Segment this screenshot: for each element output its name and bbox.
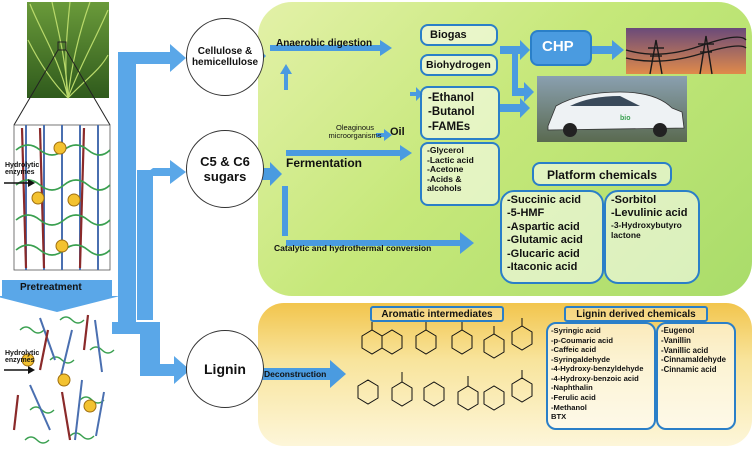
lignin-chemical-item: -4-Hydroxy-benzoic acid: [551, 373, 639, 383]
lignin-node: Lignin: [186, 330, 264, 408]
oleaginous-microorganisms-label: Oleaginous microorganisms: [328, 123, 382, 141]
platform-chemicals-left-box: -Succinic acid -5-HMF -Aspartic acid -Gl…: [500, 190, 604, 284]
deconstruction-arrow: [262, 360, 346, 388]
lignin-chemical-item: -Vanillin: [661, 335, 691, 345]
biohydrogen-box: Biohydrogen: [420, 54, 498, 76]
fiber-column-illustration: [13, 124, 111, 271]
hydrolytic-arrowhead-top: [28, 179, 35, 187]
fermentation-label: Fermentation: [286, 156, 363, 170]
enzyme-icons: [31, 141, 81, 253]
lignin-chemical-item: -Syringic acid: [551, 326, 601, 335]
platform-chemical-item: -3-Hydroxybutyro lactone: [611, 219, 682, 240]
ferm-product-item: -Acids & alcohols: [427, 173, 462, 194]
platform-chemical-item: -5-HMF: [507, 207, 545, 220]
lignin-chemical-item: -4-Hydroxy-benzyldehyde: [551, 364, 644, 374]
ferm-product-item: -Glycerol: [427, 145, 464, 155]
fermentation-products-box: -Glycerol -Lactic acid -Acetone -Acids &…: [420, 142, 500, 206]
platform-chemicals-right-box: -Sorbitol -Levulinic acid -3-Hydroxybuty…: [604, 190, 700, 284]
platform-chemical-item: -Sorbitol: [611, 194, 657, 206]
platform-chemical-item: -Itaconic acid: [507, 261, 578, 274]
oil-label: Oil: [390, 126, 405, 138]
zoom-line-left: [13, 49, 59, 126]
aromatic-intermediates-title: Aromatic intermediates: [370, 306, 504, 322]
catalytic-conversion-label: Catalytic and hydrothermal conversion: [274, 243, 432, 253]
lignin-derived-chemicals-title: Lignin derived chemicals: [564, 306, 708, 322]
svg-text:bio: bio: [620, 115, 631, 122]
lignin-chemical-item: -Naphthalin: [551, 383, 593, 393]
zoom-line-right: [65, 49, 111, 126]
lignin-chemical-item: -Methanol: [551, 402, 587, 412]
biogas-box: Biogas: [420, 24, 498, 46]
pretreatment-arrow: [0, 280, 120, 312]
lignin-chemical-item: -Vanillic acid: [661, 345, 709, 355]
grass-photo: [27, 1, 109, 99]
hydrolytic-arrowhead-bottom: [28, 366, 35, 374]
c5-c6-sugars-node: C5 & C6 sugars: [186, 130, 264, 208]
platform-chemical-item: -Aspartic acid: [507, 220, 580, 233]
lignin-chemical-item: -Cinnamaldehyde: [661, 355, 726, 365]
ferm-product-item: -Lactic acid: [427, 154, 474, 165]
chp-box: CHP: [530, 30, 592, 66]
lignin-chemical-item: -Caffeic acid: [551, 345, 597, 355]
power-lines-photo: [625, 28, 747, 75]
lignin-chemical-item: -p-Coumaric acid: [551, 335, 614, 345]
hydrolytic-enzymes-label-bottom: Hydrolytic enzymes: [5, 350, 40, 364]
scattered-fibres-illustration: [12, 314, 115, 444]
trunk-arrows: [112, 44, 190, 384]
platform-chemical-item: -Glutamic acid: [507, 234, 583, 247]
platform-chemical-item: -Succinic acid: [507, 194, 581, 206]
hydrolytic-enzymes-label-top: Hydrolytic enzymes: [5, 162, 40, 176]
lignin-chemical-item: -Cinnamic acid: [661, 365, 717, 375]
fuel-item: -Ethanol: [428, 92, 474, 104]
platform-chemical-item: -Levulinic acid: [611, 207, 688, 220]
lignin-chemicals-left-box: -Syringic acid -p-Coumaric acid -Caffeic…: [546, 322, 656, 430]
ferm-product-item: -Acetone: [427, 164, 464, 175]
platform-chemicals-title: Platform chemicals: [532, 162, 672, 186]
fuels-box: -Ethanol -Butanol -FAMEs: [420, 86, 500, 140]
deconstruction-label: Deconstruction: [264, 369, 327, 379]
cellulose-hemicellulose-node: Cellulose & hemicellulose: [186, 18, 264, 96]
pretreatment-label: Pretreatment: [20, 282, 82, 293]
fuel-item: -Butanol: [428, 106, 475, 119]
lignin-chemical-item: -Eugenol: [661, 326, 695, 335]
lignin-chemical-item: -Ferulic acid: [551, 392, 596, 402]
lignin-chemical-item: -Syringaldehyde: [551, 354, 611, 364]
lignin-chemicals-right-box: -Eugenol -Vanillin -Vanillic acid -Cinna…: [656, 322, 736, 430]
car-photo: bio: [537, 76, 687, 142]
aromatic-structures: [357, 318, 533, 411]
lignin-chemical-item: BTX: [551, 412, 567, 422]
fuel-item: -FAMEs: [428, 120, 471, 133]
anaerobic-digestion-label: Anaerobic digestion: [276, 38, 373, 49]
platform-chemical-item: -Glucaric acid: [507, 247, 580, 260]
